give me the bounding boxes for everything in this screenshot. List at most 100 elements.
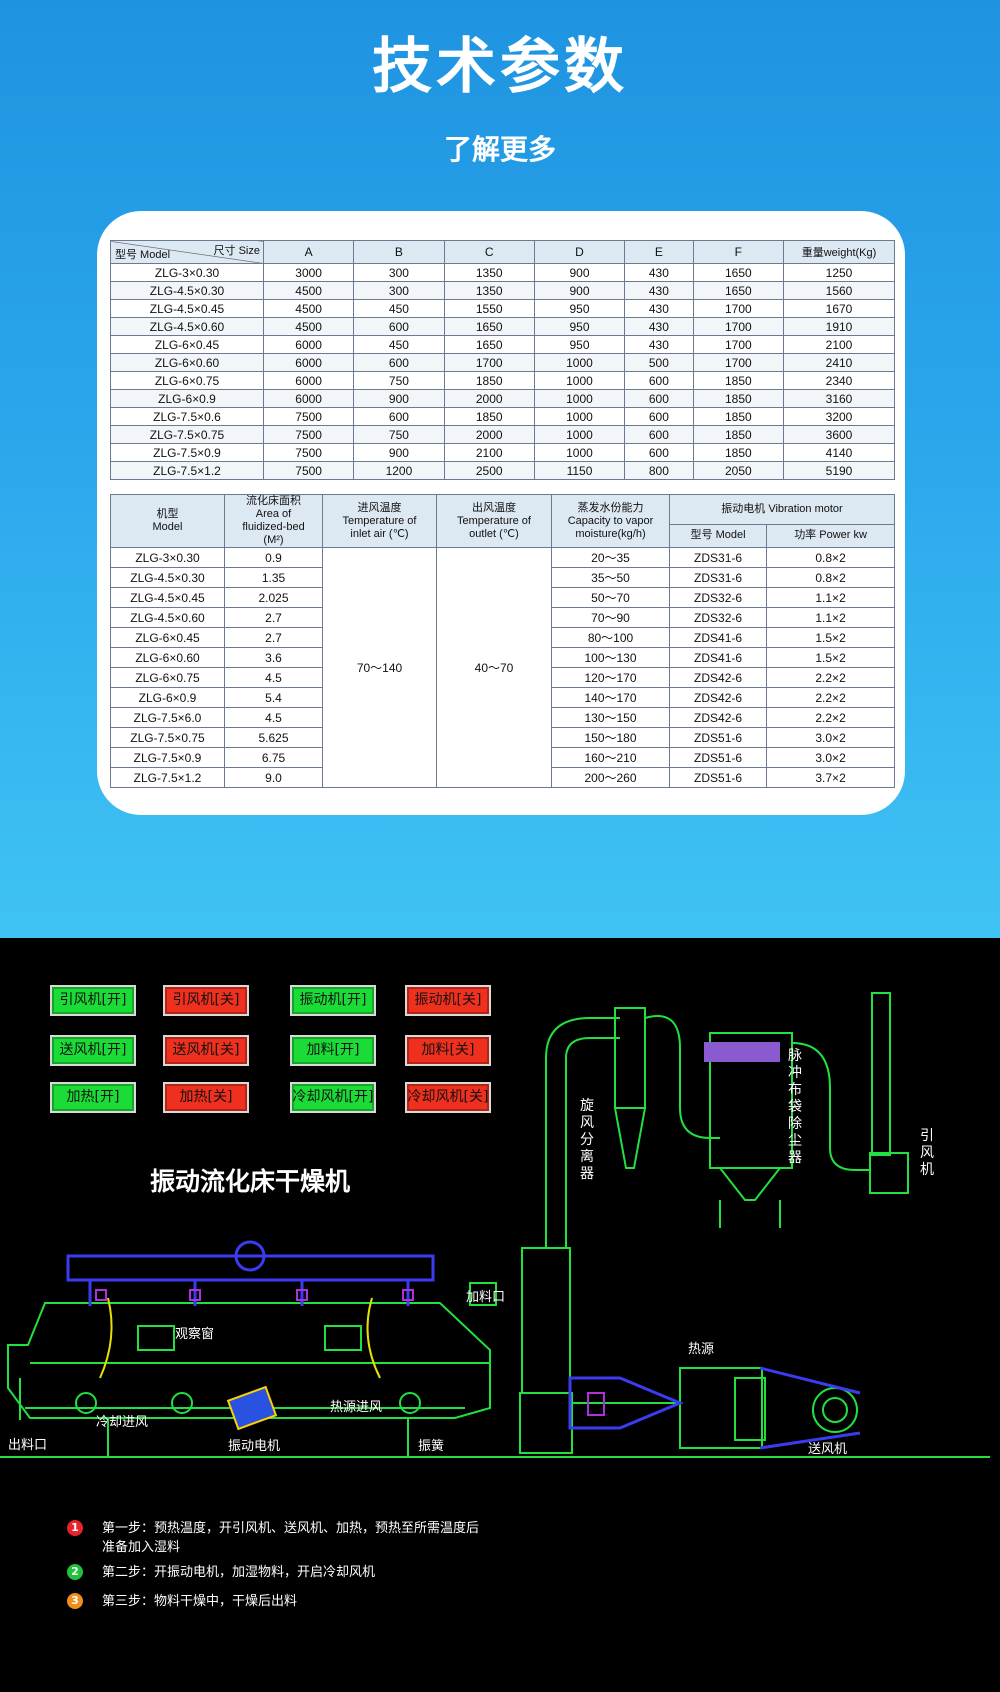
table-cell: 750 <box>353 425 445 444</box>
model-cell: ZLG-7.5×0.9 <box>110 747 225 768</box>
col-header: D <box>533 240 626 264</box>
learn-more-link[interactable]: 了解更多 <box>443 133 556 166</box>
control-button[interactable]: 引风机[关] <box>163 985 249 1016</box>
model-cell: ZLG-4.5×0.30 <box>110 281 264 300</box>
table-cell: 4500 <box>262 317 355 336</box>
capacity-cell: 200～260 <box>551 767 670 788</box>
table-cell: 2000 <box>443 425 535 444</box>
table-cell: 600 <box>624 371 694 390</box>
model-cell: ZLG-4.5×0.45 <box>110 587 225 608</box>
outlet-temp-cell: 40～70 <box>436 547 552 788</box>
control-button[interactable]: 引风机[开] <box>50 985 136 1016</box>
control-button[interactable]: 送风机[开] <box>50 1035 136 1066</box>
table-cell: 7500 <box>262 443 355 462</box>
step-number-badge: 1 <box>67 1520 83 1536</box>
blower-label: 送风机 <box>808 1442 848 1457</box>
control-button[interactable]: 加热[开] <box>50 1082 136 1113</box>
control-button[interactable]: 振动机[关] <box>405 985 491 1016</box>
capacity-cell: 50～70 <box>551 587 670 608</box>
capacity-cell: 150～180 <box>551 727 670 748</box>
step-text: 第一步：预热温度，开引风机、送风机、加热，预热至所需温度后准备加入湿料 <box>102 1521 480 1555</box>
table-cell: 1650 <box>443 317 535 336</box>
cyclone-label: 旋风分离器 <box>580 1098 594 1182</box>
table-cell: 1700 <box>443 353 535 372</box>
motor-power-cell: 1.1×2 <box>766 607 895 628</box>
table-cell: 2050 <box>692 461 785 480</box>
motor-model-cell: ZDS32-6 <box>668 607 768 628</box>
area-cell: 6.75 <box>224 747 323 768</box>
table-cell: 450 <box>353 299 445 318</box>
hot-air-label: 热源进风 <box>330 1400 383 1415</box>
table-cell: 950 <box>533 335 626 354</box>
table-cell: 1350 <box>443 263 535 282</box>
table-cell: 600 <box>624 425 694 444</box>
model-cell: ZLG-7.5×1.2 <box>110 767 225 788</box>
motor-model-header: 型号 Model <box>668 523 768 549</box>
motor-model-cell: ZDS51-6 <box>668 747 768 768</box>
control-button[interactable]: 冷却风机[开] <box>290 1082 376 1113</box>
model-cell: ZLG-4.5×0.30 <box>110 567 225 588</box>
table-cell: 1850 <box>692 371 785 390</box>
table-cell: 1700 <box>692 299 785 318</box>
capacity-cell: 140～170 <box>551 687 670 708</box>
table-cell: 7500 <box>262 425 355 444</box>
table-cell: 1850 <box>443 371 535 390</box>
model-cell: ZLG-6×0.45 <box>110 335 264 354</box>
motor-power-header: 功率 Power kw <box>766 523 895 549</box>
control-button[interactable]: 冷却风机[关] <box>405 1082 491 1113</box>
corner-header: 尺寸 Size 型号 Model <box>110 240 264 264</box>
model-cell: ZLG-7.5×6.0 <box>110 707 225 728</box>
model-cell: ZLG-7.5×0.6 <box>110 407 264 426</box>
table-cell: 1650 <box>692 263 785 282</box>
motor-power-cell: 3.0×2 <box>766 727 895 748</box>
control-button[interactable]: 加热[关] <box>163 1082 249 1113</box>
table-cell: 2100 <box>443 443 535 462</box>
table-cell: 2410 <box>783 353 895 372</box>
table-cell: 430 <box>624 317 694 336</box>
area-cell: 4.5 <box>224 667 323 688</box>
corner-size-label: 尺寸 Size <box>213 245 260 257</box>
table-cell: 300 <box>353 263 445 282</box>
table-cell: 900 <box>533 263 626 282</box>
table-cell: 1700 <box>692 317 785 336</box>
col-header: C <box>443 240 535 264</box>
motor-label: 振动电机 <box>228 1439 281 1454</box>
table-cell: 1850 <box>692 443 785 462</box>
dimension-table: 尺寸 Size 型号 Model A B C D E F 重量weight(Kg… <box>110 240 895 480</box>
model-cell: ZLG-7.5×0.75 <box>110 425 264 444</box>
table-cell: 900 <box>353 389 445 408</box>
table-cell: 6000 <box>262 371 355 390</box>
step-number-badge: 3 <box>67 1593 83 1609</box>
control-button[interactable]: 振动机[开] <box>290 985 376 1016</box>
capacity-cell: 20～35 <box>551 547 670 568</box>
motor-power-cell: 2.2×2 <box>766 707 895 728</box>
motor-power-cell: 2.2×2 <box>766 687 895 708</box>
control-button[interactable]: 加料[开] <box>290 1035 376 1066</box>
motor-power-cell: 1.5×2 <box>766 627 895 648</box>
control-button[interactable]: 加料[关] <box>405 1035 491 1066</box>
capacity-cell: 100～130 <box>551 647 670 668</box>
table-cell: 600 <box>353 407 445 426</box>
motor-model-cell: ZDS41-6 <box>668 647 768 668</box>
table-cell: 750 <box>353 371 445 390</box>
table-cell: 1000 <box>533 389 626 408</box>
table-cell: 600 <box>353 317 445 336</box>
capacity-cell: 35～50 <box>551 567 670 588</box>
model-cell: ZLG-4.5×0.45 <box>110 299 264 318</box>
motor-model-cell: ZDS42-6 <box>668 667 768 688</box>
table-cell: 1000 <box>533 443 626 462</box>
control-button[interactable]: 送风机[关] <box>163 1035 249 1066</box>
table-cell: 3200 <box>783 407 895 426</box>
